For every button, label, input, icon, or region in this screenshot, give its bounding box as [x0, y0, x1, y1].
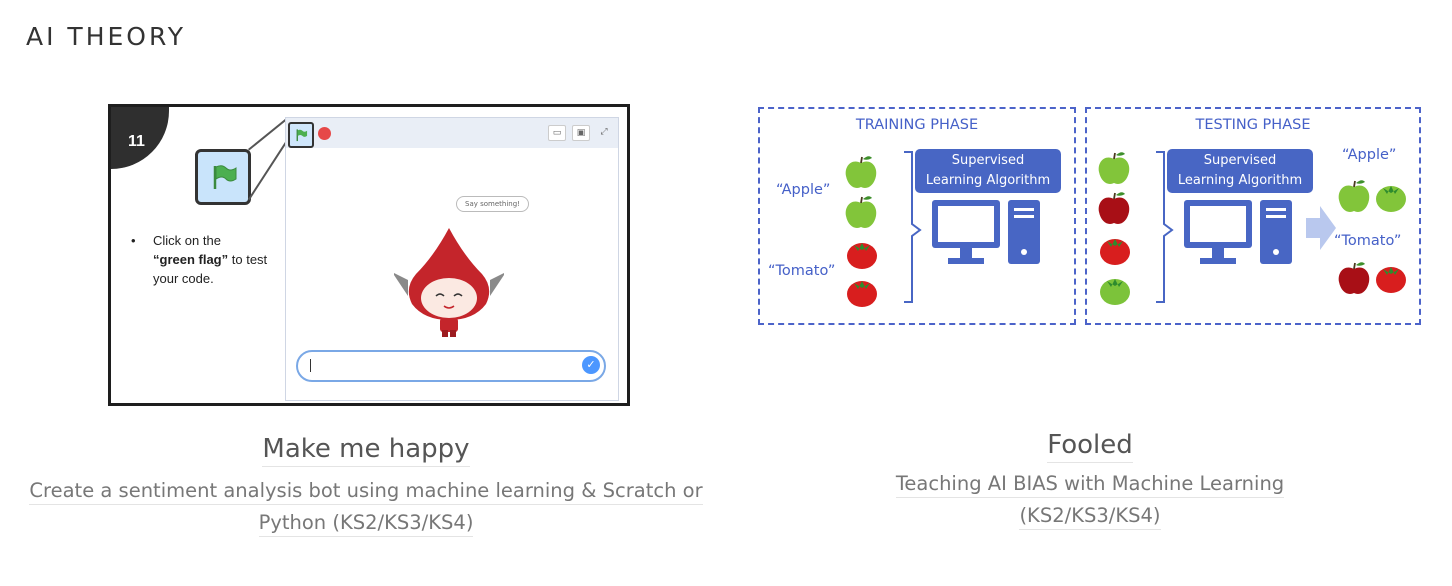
- card-title-fooled[interactable]: Fooled: [890, 430, 1290, 463]
- card-title-make-me-happy[interactable]: Make me happy: [166, 434, 566, 467]
- tomato-icon: [1376, 267, 1406, 293]
- arrow-icon: [1306, 206, 1336, 250]
- fullscreen-icon[interactable]: ⤢: [600, 127, 608, 137]
- green-flag-button[interactable]: [288, 122, 314, 148]
- tomato-icon: [847, 281, 877, 307]
- card-description-fooled: Teaching AI BIAS with Machine Learning (…: [880, 468, 1300, 532]
- stage-toolbar: ▭ ▣ ⤢: [286, 118, 618, 148]
- apple-label: “Apple”: [776, 182, 831, 198]
- red-apple-icon: [1097, 191, 1131, 225]
- section-heading: AI THEORY: [26, 22, 187, 51]
- green-flag-zoom-icon: [195, 149, 251, 205]
- training-phase-title: TRAINING PHASE: [855, 117, 979, 133]
- fooled-diagram-graphics: [844, 151, 1406, 307]
- apple-icon: [1097, 151, 1131, 185]
- output-tomato-label: “Tomato”: [1334, 233, 1402, 249]
- scratch-stage: ▭ ▣ ⤢ Say something! ✓: [285, 117, 619, 401]
- submit-check-icon[interactable]: ✓: [582, 356, 600, 374]
- stop-button[interactable]: [318, 127, 331, 140]
- large-stage-icon[interactable]: ▣: [572, 125, 590, 141]
- red-apple-icon: [1337, 261, 1371, 295]
- card-description-make-me-happy: Create a sentiment analysis bot using ma…: [20, 475, 712, 539]
- make-me-happy-image[interactable]: 11 • Click on the“green flag” to test yo…: [108, 104, 630, 406]
- tomato-icon: [847, 243, 877, 269]
- green-tomato-icon: [1100, 279, 1130, 305]
- step-badge: 11: [111, 107, 169, 169]
- tomato-icon: [1100, 239, 1130, 265]
- apple-icon: [1337, 179, 1371, 213]
- testing-phase-title: TESTING PHASE: [1195, 117, 1311, 133]
- speech-bubble: Say something!: [456, 196, 529, 212]
- answer-input[interactable]: ✓: [296, 350, 606, 382]
- tomato-label: “Tomato”: [768, 263, 836, 279]
- computer-icon: [932, 200, 1040, 264]
- instruction-text: • Click on the“green flag” to test your …: [131, 233, 268, 286]
- computer-icon: [1184, 200, 1292, 264]
- apple-icon: [844, 195, 878, 229]
- apple-icon: [844, 155, 878, 189]
- small-stage-icon[interactable]: ▭: [548, 125, 566, 141]
- sprite-character-icon: [394, 228, 504, 337]
- output-apple-label: “Apple”: [1342, 147, 1397, 163]
- text-caret: [310, 359, 311, 372]
- green-tomato-icon: [1376, 186, 1406, 212]
